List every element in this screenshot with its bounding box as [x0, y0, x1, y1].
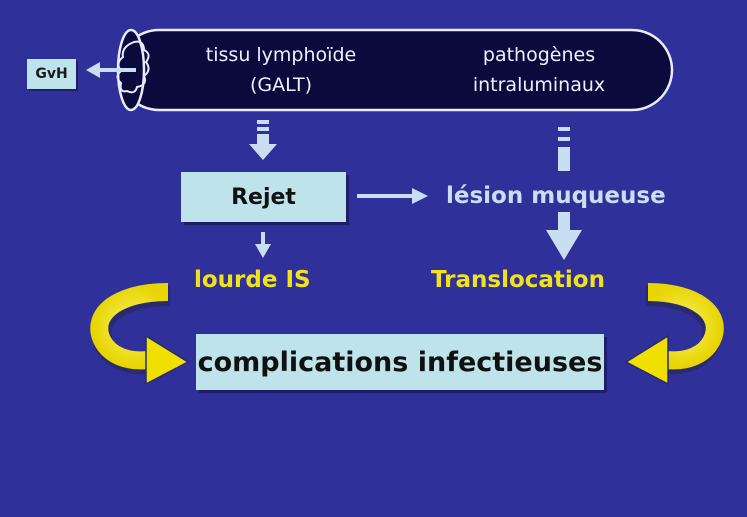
galt-label: (GALT) — [249, 74, 313, 96]
complications-box: complications infectieuses — [196, 334, 604, 390]
lesion-label: lésion muqueuse — [446, 183, 666, 209]
tube-right-label: pathogènes intraluminaux — [434, 40, 644, 100]
curved-arrow-right — [624, 283, 724, 386]
arrow-tube-to-rejet — [249, 120, 277, 160]
arrow-to-gvh — [86, 62, 136, 78]
arrow-pathogens-to-lesion — [558, 127, 570, 171]
translocation-label: Translocation — [431, 267, 605, 293]
lourde-is-label: lourde IS — [194, 267, 311, 293]
arrow-rejet-to-lourde — [255, 232, 271, 258]
tube-left-label: tissu lymphoïde (GALT) — [176, 40, 386, 100]
arrow-lesion-to-translocation — [546, 212, 582, 260]
curved-arrow-left — [90, 283, 190, 386]
gvh-box: GvH — [27, 59, 76, 89]
lymphoid-tissue-icon — [116, 40, 150, 94]
lymphoid-tissue-label: tissu lymphoïde — [205, 44, 357, 66]
pathogens-label: pathogènes — [482, 44, 596, 66]
arrow-rejet-to-lesion — [357, 188, 428, 204]
rejet-box: Rejet — [181, 172, 346, 222]
intraluminal-label: intraluminaux — [472, 74, 606, 96]
